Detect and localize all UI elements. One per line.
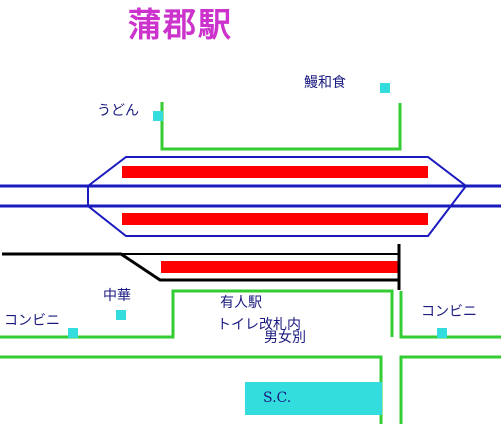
- platform-upper: [122, 166, 428, 178]
- label-facility-line2: トイレ改札内: [217, 317, 301, 333]
- path-south-left: [0, 289, 394, 339]
- side-track: [2, 252, 398, 282]
- label-facility-line1: 有人駅: [220, 295, 262, 311]
- island-platform-outline: [87, 156, 468, 237]
- platform-middle: [122, 213, 428, 225]
- sc-box: [245, 382, 382, 415]
- label-udon: うどん: [97, 103, 139, 119]
- path-south-right: [399, 291, 501, 339]
- marker-konbini-left: [68, 328, 78, 338]
- label-konbini-left: コンビニ: [4, 313, 60, 329]
- label-sc: S.C.: [263, 390, 292, 406]
- path-north: [160, 102, 402, 151]
- marker-chuka: [116, 310, 126, 320]
- marker-udon: [153, 111, 163, 121]
- label-chuka: 中華: [103, 288, 131, 304]
- label-unagi: 鰻和食: [304, 75, 346, 91]
- station-title: 蒲郡駅: [128, 5, 233, 44]
- label-konbini-right: コンビニ: [421, 304, 477, 320]
- path-street-right: [399, 355, 501, 424]
- marker-unagi: [380, 83, 390, 93]
- marker-konbini-right: [437, 328, 447, 338]
- platform-lower: [161, 261, 399, 273]
- label-facility-line3: 男女別: [264, 330, 306, 346]
